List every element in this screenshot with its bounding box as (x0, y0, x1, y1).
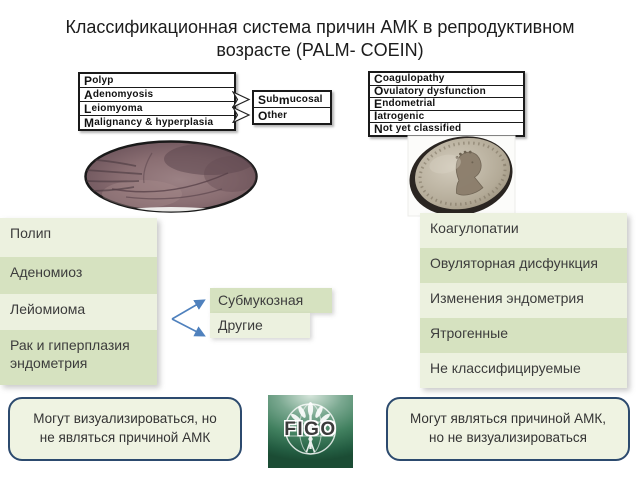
palm-letter: M (84, 115, 95, 130)
palm-letter: P (84, 73, 93, 88)
list-item-ovulatory: Овуляторная дисфункция (420, 248, 627, 283)
palm-label: denomyosis (92, 89, 154, 100)
open-palm-photo (84, 140, 258, 213)
note-cause-not-visualized: Могут являться причиной АМК, но не визуа… (386, 397, 630, 461)
list-item-leiomyoma: Лейомиома (0, 294, 157, 330)
hollow-right-arrow-icon (232, 90, 251, 123)
slide-title-line1: Классификационная система причин АМК в р… (65, 17, 575, 37)
coein-label: vulatory dysfunction (383, 85, 486, 97)
note-line: Могут визуализироваться, но (33, 411, 217, 427)
note-line: не являться причиной АМК (39, 430, 211, 445)
palm-letter: A (84, 87, 93, 102)
coein-label: atrogenic (377, 110, 425, 122)
figo-logo: FIGO (268, 395, 353, 468)
figo-globe-tree-emblem-icon (284, 402, 337, 455)
sub-letter: S (258, 92, 267, 107)
coein-label: ndometrial (382, 98, 436, 110)
list-item-notclassified: Не классифицируемые (420, 353, 627, 388)
sub-label: ub (266, 94, 279, 105)
palm-label: olyp (92, 75, 114, 86)
note-visualized-not-cause: Могут визуализироваться, но не являться … (8, 397, 242, 461)
figo-label: FIGO (284, 419, 337, 440)
coein-letter: N (374, 121, 383, 136)
note-line: Могут являться причиной АМК, (410, 411, 606, 427)
coein-letter: C (374, 71, 383, 86)
list-item-coagulopathy: Коагулопатии (420, 213, 627, 248)
sub-label: ucosal (289, 94, 323, 105)
list-item-polyp: Полип (0, 218, 157, 257)
coein-letter: I (374, 109, 378, 124)
slide-title-line2: возрасте (PALM- COEIN) (216, 40, 424, 60)
roman-coin-photo (407, 135, 516, 217)
blue-split-arrow-icon (171, 299, 206, 337)
palm-letter: L (84, 101, 92, 116)
slide-title: Классификационная система причин АМК в р… (30, 16, 610, 62)
coein-letter: E (374, 96, 383, 111)
list-item-iatrogenic: Ятрогенные (420, 318, 627, 353)
list-item-other: Другие (210, 313, 310, 338)
sub-label: ther (267, 110, 288, 121)
sub-letter: m (278, 92, 290, 107)
coein-letter: O (374, 84, 384, 99)
coein-label: oagulopathy (382, 73, 445, 85)
coein-label: ot yet classified (382, 123, 462, 135)
list-item-adenomyosis: Аденомиоз (0, 257, 157, 294)
palm-russian-list: Полип Аденомиоз Лейомиома Рак и гиперпла… (0, 218, 157, 385)
palm-label: alignancy & hyperplasia (94, 117, 214, 128)
note-line: но не визуализироваться (429, 430, 587, 445)
list-item-endometrial: Изменения эндометрия (420, 283, 627, 318)
palm-label: eiomyoma (91, 103, 143, 114)
list-item-malignancy: Рак и гиперплазия эндометрия (0, 330, 157, 385)
list-item-submucosal: Субмукозная (210, 288, 332, 313)
coein-russian-list: Коагулопатии Овуляторная дисфункция Изме… (420, 213, 627, 388)
sub-letter: O (258, 108, 268, 123)
